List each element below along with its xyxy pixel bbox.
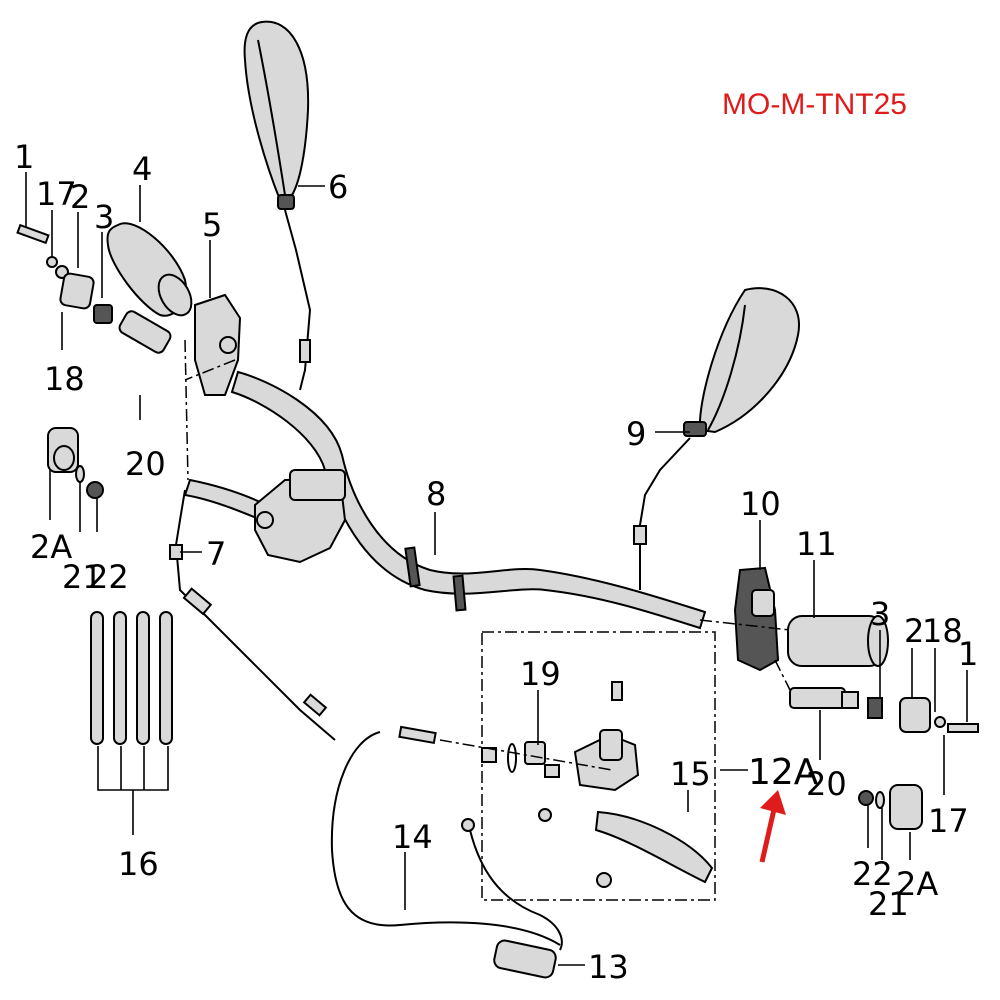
label-2A-right: 2A [896,865,938,903]
label-3-right: 3 [870,595,890,633]
clutch-cable [330,725,563,951]
label-1-right: 1 [958,635,978,673]
label-4: 4 [132,150,152,188]
label-3-left: 3 [94,198,114,236]
label-11: 11 [796,525,837,563]
leader-lines [25,172,968,966]
label-13: 13 [588,948,629,986]
label-17-left: 17 [36,175,77,213]
left-mirror [243,20,312,391]
label-22-left: 22 [88,558,129,596]
label-2-right: 2 [904,612,924,650]
label-20-left: 20 [125,445,166,483]
cable-straps [90,611,173,835]
label-20-right: 20 [806,765,847,803]
label-7: 7 [206,535,226,573]
red-arrow [759,790,786,863]
label-15: 15 [670,755,711,793]
right-bar-end-parts [858,784,923,830]
right-mirror [633,287,801,590]
label-12A: 12A [748,752,819,793]
label-5: 5 [202,206,222,244]
left-grip-assembly [16,222,242,396]
throttle-tube [493,939,557,979]
front-brake-lever-assembly [169,469,347,741]
part-labels: 1 17 2 3 4 5 6 18 20 2A 21 22 7 8 9 10 1… [14,138,978,986]
label-8: 8 [426,475,446,513]
label-2A-left: 2A [30,528,72,566]
label-19: 19 [520,655,561,693]
label-21-right: 21 [868,885,909,923]
label-2-left: 2 [70,178,90,216]
label-18-left: 18 [44,360,85,398]
model-code: MO-M-TNT25 [722,88,907,121]
label-6: 6 [328,168,348,206]
label-14: 14 [392,818,433,856]
label-21-left: 21 [62,558,103,596]
label-1-left: 1 [14,138,34,176]
label-18-right: 18 [922,612,963,650]
label-16: 16 [118,845,159,883]
clutch-lever-assembly [481,631,716,901]
left-bar-end-parts [47,427,104,499]
label-10: 10 [740,485,781,523]
label-9: 9 [626,415,646,453]
label-22-right: 22 [852,855,893,893]
right-grip-assembly [733,566,979,733]
label-17-right: 17 [928,802,969,840]
